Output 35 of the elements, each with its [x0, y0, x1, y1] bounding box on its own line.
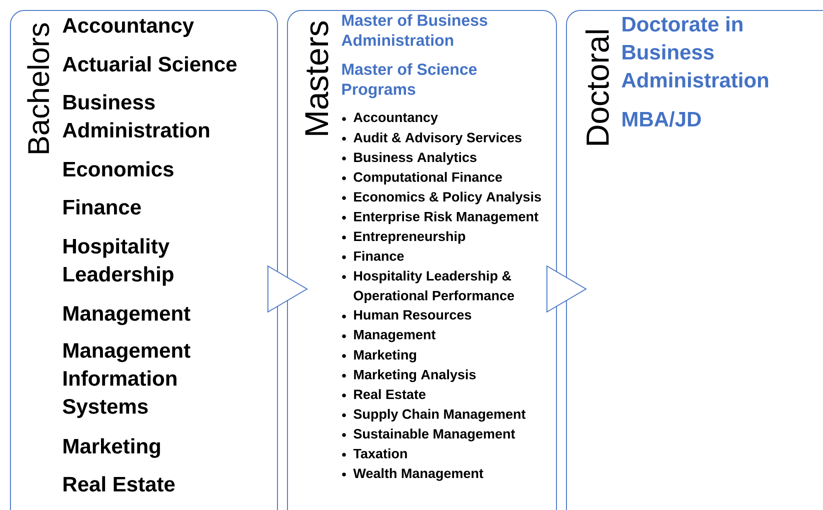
program-name: Management — [354, 330, 436, 342]
program-name: Business Administration — [62, 94, 210, 138]
program-name: Marketing — [354, 350, 416, 362]
program-name: Actuarial Science — [62, 56, 237, 72]
program-name: Real Estate — [354, 389, 426, 400]
program-name: Marketing Analysis — [354, 369, 476, 382]
program-name: Hospitality Leadership — [64, 238, 174, 286]
program-name: Wealth Management — [353, 468, 484, 481]
program-name: Taxation — [353, 448, 407, 458]
program-name: Doctorate in Business Administration — [622, 16, 768, 88]
program-name: Economics — [64, 161, 174, 177]
program-name: Management Information Systems — [62, 343, 190, 418]
program-name: Finance — [354, 250, 404, 261]
program-name: Human Resources — [354, 310, 472, 320]
program-name: Master of Business Administration — [342, 14, 488, 46]
program-name: Real Estate — [64, 476, 175, 492]
program-name: MBA/JD — [622, 111, 701, 127]
program-name: Management — [64, 306, 190, 326]
program-name: Entrepreneurship — [354, 231, 466, 244]
program-name: Sustainable Management — [354, 428, 516, 442]
program-name: Supply Chain Management — [354, 408, 526, 422]
program-name: Marketing — [64, 438, 160, 458]
program-name: Accountancy — [354, 112, 438, 125]
program-name: Master of Science Programs — [342, 63, 477, 98]
program-name: Enterprise Risk Management — [354, 211, 538, 224]
rotated-heading: Bachelors — [27, 23, 50, 154]
program-name: Finance — [64, 199, 141, 215]
program-name: Business Analytics — [354, 152, 476, 165]
program-name: Economics & Policy Analysis — [354, 192, 541, 204]
rotated-heading: Doctoral — [585, 30, 609, 145]
program-name: Computational Finance — [354, 172, 502, 185]
rotated-heading: Masters — [305, 21, 328, 135]
program-name: Audit & Advisory Services — [354, 132, 522, 146]
program-name: Accountancy — [62, 18, 194, 37]
program-name: Hospitality Leadership & Operational Performance — [354, 270, 514, 304]
